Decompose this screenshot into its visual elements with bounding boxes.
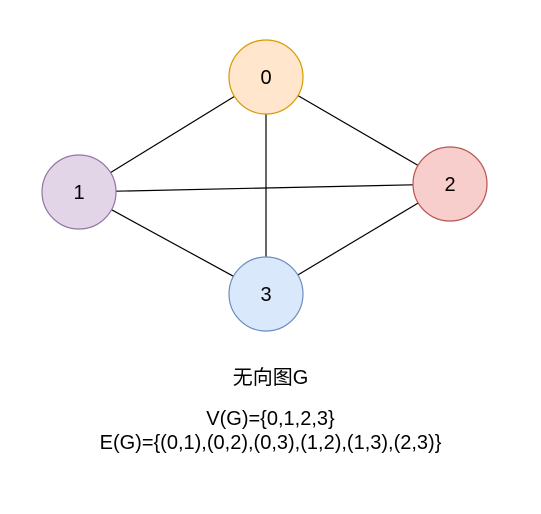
node-circle-1 [41,154,117,230]
edge-0-2 [297,95,419,166]
vertex-set-label: V(G)={0,1,2,3} [206,408,335,430]
node-label-0: 0 [260,67,271,89]
node-label-3: 3 [260,284,271,306]
node-label-2: 2 [444,174,455,196]
node-0: 0 [228,39,304,115]
node-3: 3 [228,256,304,332]
node-circle-0 [228,39,304,115]
edges-layer [110,95,419,277]
node-label-1: 1 [73,182,84,204]
node-1: 1 [41,154,117,230]
node-circle-3 [228,256,304,332]
edge-0-1 [110,95,235,174]
node-2: 2 [412,146,488,222]
edge-1-2 [115,184,414,192]
diagram-title: 无向图G [232,367,309,389]
nodes-layer: 0 1 2 3 [41,39,488,332]
edge-2-3 [297,202,419,276]
edge-set-label: E(G)={(0,1),(0,2),(0,3),(1,2),(1,3),(2,3… [99,432,442,454]
edge-1-3 [111,209,234,277]
node-circle-2 [412,146,488,222]
